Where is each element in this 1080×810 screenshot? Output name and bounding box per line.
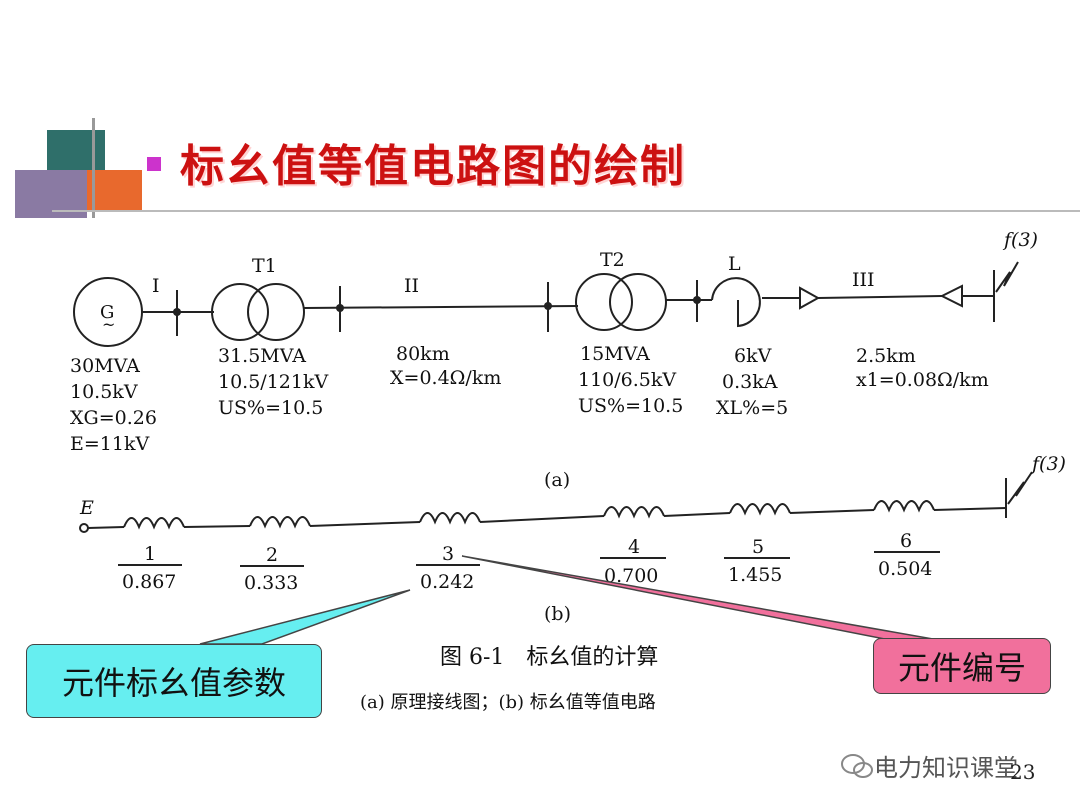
element-number: 4	[628, 536, 640, 558]
coil-3	[419, 512, 481, 525]
callout-element-params: 元件标幺值参数	[26, 644, 322, 718]
section-label: I	[152, 275, 160, 297]
element-value: 1.455	[728, 564, 782, 586]
section-label: II	[404, 275, 419, 297]
callout-left-pointer	[199, 589, 411, 645]
wire	[87, 526, 125, 529]
gen-spec: E=11kV	[70, 433, 149, 455]
coil-5	[729, 503, 791, 516]
slide-title: 标幺值等值电路图的绘制	[180, 141, 686, 192]
wire	[309, 521, 421, 527]
junction-dots	[173, 296, 701, 316]
figure-subtitle: (a) 原理接线图；(b) 标幺值等值电路	[360, 692, 656, 713]
cable-wire	[817, 295, 943, 299]
diagram-b	[79, 471, 1033, 567]
t1-spec: 10.5/121kV	[218, 371, 328, 393]
wire	[479, 515, 605, 523]
reactor-spec: 0.3kA	[722, 371, 778, 393]
section-label: III	[852, 269, 875, 291]
generator-label: G	[100, 302, 114, 323]
element-number: 3	[442, 543, 454, 565]
deco-orange-block	[82, 170, 142, 212]
callout-element-number: 元件编号	[873, 638, 1051, 694]
page-number: 23	[1010, 760, 1036, 784]
cable-spec: 2.5km	[856, 345, 916, 367]
diagram-b-labels: E f(3) 1 0.867 2 0.333 3 0.242 4 0.700 5…	[79, 453, 1066, 713]
gen-spec: 10.5kV	[70, 381, 138, 403]
fault-label: f(3)	[1030, 453, 1066, 475]
coil-4	[603, 506, 665, 519]
caption-b: (b)	[544, 603, 571, 625]
element-number: 1	[144, 543, 156, 565]
t2-spec: 110/6.5kV	[578, 369, 676, 391]
title-bullet	[147, 157, 161, 171]
t2-spec: US%=10.5	[578, 395, 683, 417]
source-terminal	[79, 523, 89, 533]
coil-2	[249, 516, 311, 529]
wire	[933, 507, 1007, 511]
reactor-label: L	[728, 253, 741, 275]
fault-label: f(3)	[1002, 229, 1038, 251]
cable-head-left	[799, 286, 821, 310]
line-spec: 80km	[396, 343, 450, 365]
gen-spec: 30MVA	[70, 355, 140, 377]
svg-text:~: ~	[102, 315, 115, 334]
t2-winding-2	[609, 273, 667, 331]
source-label: E	[79, 497, 94, 519]
element-number: 6	[900, 530, 912, 552]
t1-winding-1	[211, 283, 269, 341]
element-value: 0.504	[878, 558, 932, 580]
wire	[663, 512, 731, 517]
wire	[183, 525, 251, 528]
t1-spec: 31.5MVA	[218, 345, 306, 367]
element-number: 5	[752, 536, 764, 558]
callout-right-pointer	[461, 555, 951, 643]
t1-label: T1	[252, 255, 277, 277]
deco-vertical-rule	[92, 118, 95, 218]
watermark-text: 电力知识课堂	[874, 754, 1018, 782]
t2-spec: 15MVA	[580, 343, 650, 365]
coil-shape	[123, 517, 185, 530]
line-wire	[303, 305, 579, 309]
reactor-spec: XL%=5	[716, 397, 788, 419]
fault-lightning-icon	[1007, 471, 1033, 505]
element-value: 0.333	[244, 572, 298, 594]
element-value: 0.242	[420, 571, 474, 593]
fault-lightning-icon	[995, 261, 1019, 293]
t1-winding-2	[247, 283, 305, 341]
reactor-symbol	[711, 277, 761, 328]
cable-spec: x1=0.08Ω/km	[856, 369, 989, 391]
t2-winding-1	[575, 273, 633, 331]
figure-title: 图 6-1 标幺值的计算	[440, 645, 658, 670]
line-spec: X=0.4Ω/km	[390, 367, 501, 389]
element-number: 2	[266, 544, 278, 566]
deco-horizontal-rule	[52, 210, 1080, 212]
caption-a: (a)	[544, 469, 570, 491]
cable-head-right	[939, 284, 963, 308]
element-value: 0.867	[122, 571, 176, 593]
wire	[789, 509, 875, 514]
gen-spec: XG=0.26	[70, 407, 157, 429]
t2-label: T2	[600, 249, 625, 271]
t1-spec: US%=10.5	[218, 397, 323, 419]
reactor-spec: 6kV	[734, 345, 772, 367]
element-value: 0.700	[604, 565, 658, 587]
wechat-icon	[841, 753, 873, 778]
coil-6	[873, 500, 935, 513]
watermark: 电力知识课堂	[840, 748, 1018, 783]
diagram-a-labels: G ~ I T1 II T2 L III f(3) 30MVA 10.5kV X…	[70, 229, 1038, 491]
